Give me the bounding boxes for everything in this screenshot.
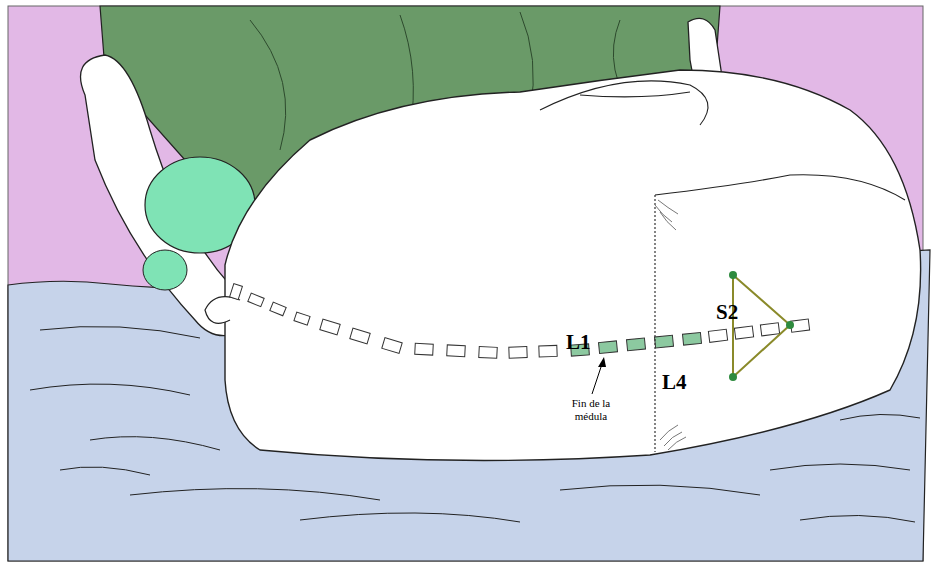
hair-marks [655,200,686,450]
vertebra [509,346,527,358]
vertebrae [230,284,810,359]
vertebra [447,345,466,357]
leader-line [592,364,602,394]
vertebra [320,319,340,335]
vertebra [270,302,286,316]
vertebra [350,328,370,344]
triangle-vertex [729,373,737,381]
sacral-triangle [733,275,790,377]
vertebra-label: L4 [662,370,687,395]
vertebra-label: S2 [716,300,738,325]
vertebra [294,312,310,325]
vertebra [654,335,673,348]
patient-body [225,70,921,460]
triangle-vertex [729,271,737,279]
body-contours [540,81,905,200]
annotation-note: Fin de la médula [558,397,624,423]
vertebra [539,345,557,357]
vertebra [598,341,617,354]
vertebra [230,284,243,300]
vertebra [734,326,753,339]
leader-arrowhead [598,357,606,367]
tuffier-line [654,195,655,452]
vertebra [382,338,402,354]
vertebra-label: L1 [566,330,591,355]
vertebra [626,338,645,351]
vertebra [682,332,701,345]
patient-cap-edge [143,250,187,290]
assistant-hand [205,297,240,324]
triangle-vertex [786,321,794,329]
vertebra [760,323,779,336]
vertebra [415,343,434,355]
vertebra [479,346,498,358]
vertebra [248,293,264,307]
vertebra [708,329,727,342]
